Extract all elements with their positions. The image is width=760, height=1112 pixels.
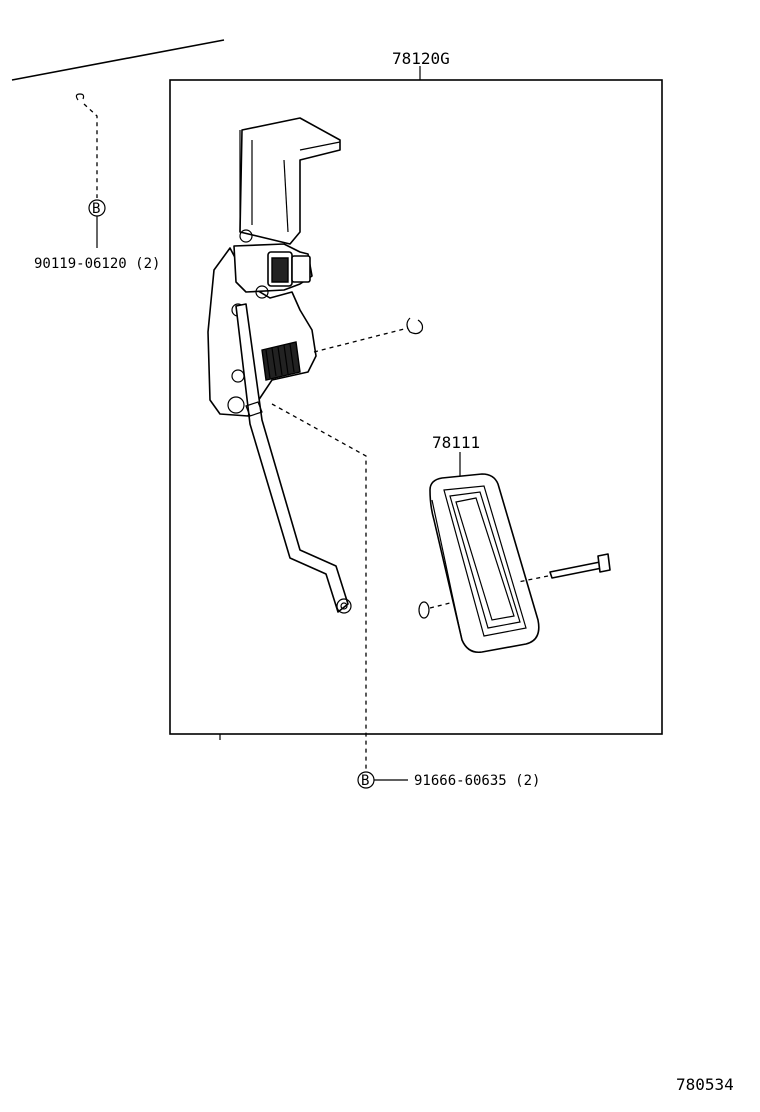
assembly-part-number: 78120G [392, 49, 450, 68]
assembly-frame [169, 79, 663, 735]
left-bolt-callout: B 90119-06120 (2) [34, 93, 160, 272]
ref-marker-b-bottom-letter: B [361, 773, 369, 789]
ref-marker-b-left-letter: B [92, 201, 100, 217]
bolt-bottom-part-number: 91666-60635 (2) [414, 773, 540, 789]
bolt-left-part-number: 90119-06120 (2) [34, 256, 160, 272]
pedal-bracket [207, 117, 352, 614]
pad-part-number: 78111 [432, 433, 480, 452]
washer-icon [418, 601, 430, 619]
reference-code: 780534 [676, 1075, 734, 1094]
pad-bolt-icon [549, 561, 603, 579]
cut-line [11, 39, 225, 81]
pedal-pad [429, 473, 540, 654]
bolt-hook-icon [75, 93, 85, 101]
retaining-clip-icon [406, 317, 424, 335]
